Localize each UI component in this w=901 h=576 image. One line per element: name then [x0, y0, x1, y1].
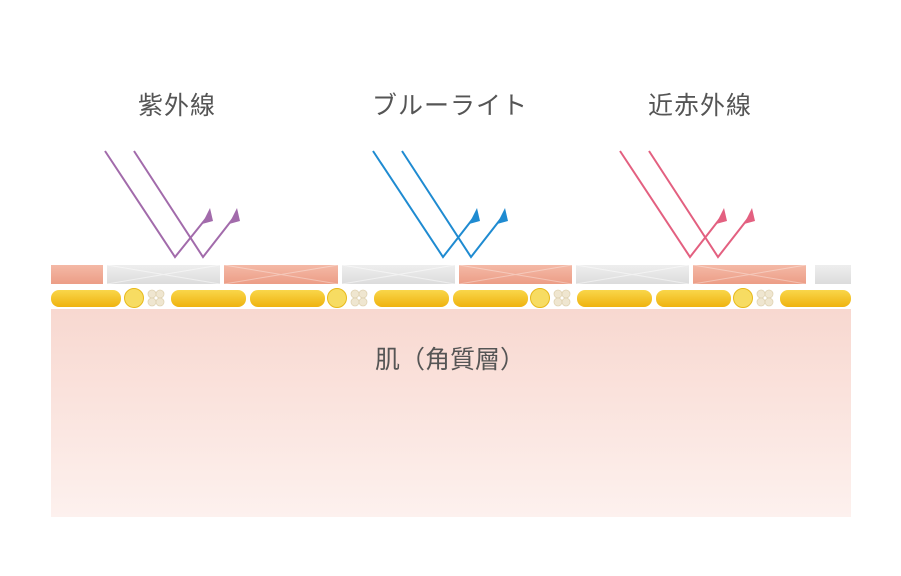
lipid-capsule — [453, 290, 528, 307]
lipid-bead-cream — [756, 297, 766, 307]
blue-light-ray-2 — [401, 150, 504, 259]
near-infrared-ray-1 — [619, 150, 723, 259]
uv-arrowhead-icon — [229, 208, 240, 224]
lipid-bead-cream — [155, 297, 165, 307]
lipid-bead — [124, 288, 144, 308]
near-infrared-rays — [619, 150, 751, 259]
lipid-bead-cream — [147, 289, 157, 299]
uv-arrowhead-icon — [202, 208, 213, 224]
lipid-capsule — [250, 290, 325, 307]
near-infrared-arrowhead-icon — [744, 208, 755, 224]
corneocyte-row — [51, 264, 851, 285]
lipid-bead-cream — [358, 289, 368, 299]
corneocyte-cell — [224, 265, 338, 284]
lipid-bead-cream — [561, 297, 571, 307]
corneocyte-cell — [693, 265, 806, 284]
lipid-bead-cream — [358, 297, 368, 307]
blue-light-label: ブルーライト — [371, 91, 529, 120]
corneocyte-cell — [51, 265, 103, 284]
near-infrared-arrowheads — [716, 208, 755, 224]
lipid-capsule — [374, 290, 449, 307]
lipid-capsule — [51, 290, 121, 307]
lipid-bead-cream — [553, 289, 563, 299]
corneocyte-cell — [459, 265, 572, 284]
lipid-capsule — [577, 290, 652, 307]
blue-light-rays — [372, 150, 504, 259]
uv-ray-1 — [104, 150, 209, 259]
skin-label: 肌（角質層） — [374, 345, 526, 374]
uv-rays — [104, 150, 236, 259]
uv-arrowheads — [202, 208, 240, 224]
lipid-bead-cream — [147, 297, 157, 307]
lipid-bead-cream — [756, 289, 766, 299]
uv-ray-2 — [133, 150, 236, 259]
lipid-bead — [733, 288, 753, 308]
skin-layer — [51, 309, 851, 517]
lipid-capsule — [656, 290, 731, 307]
near-infrared-ray-2 — [648, 150, 751, 259]
blue-light-ray-1 — [372, 150, 476, 259]
near-infrared-arrowhead-icon — [716, 208, 727, 224]
lipid-bead-cream — [764, 297, 774, 307]
uv-label: 紫外線 — [137, 91, 217, 120]
corneocyte-cell — [815, 265, 851, 284]
blue-light-arrowheads — [469, 208, 508, 224]
blue-light-arrowhead-icon — [497, 208, 508, 224]
lipid-capsule — [171, 290, 246, 307]
lipid-bead — [327, 288, 347, 308]
lipid-row — [51, 288, 851, 308]
lipid-bead-cream — [561, 289, 571, 299]
lipid-bead-cream — [350, 289, 360, 299]
lipid-bead-cream — [764, 289, 774, 299]
lipid-bead-cream — [553, 297, 563, 307]
lipid-capsule — [780, 290, 851, 307]
lipid-bead — [530, 288, 550, 308]
lipid-bead-cream — [350, 297, 360, 307]
lipid-bead-cream — [155, 289, 165, 299]
near-infrared-label: 近赤外線 — [647, 91, 753, 120]
blue-light-arrowhead-icon — [469, 208, 480, 224]
